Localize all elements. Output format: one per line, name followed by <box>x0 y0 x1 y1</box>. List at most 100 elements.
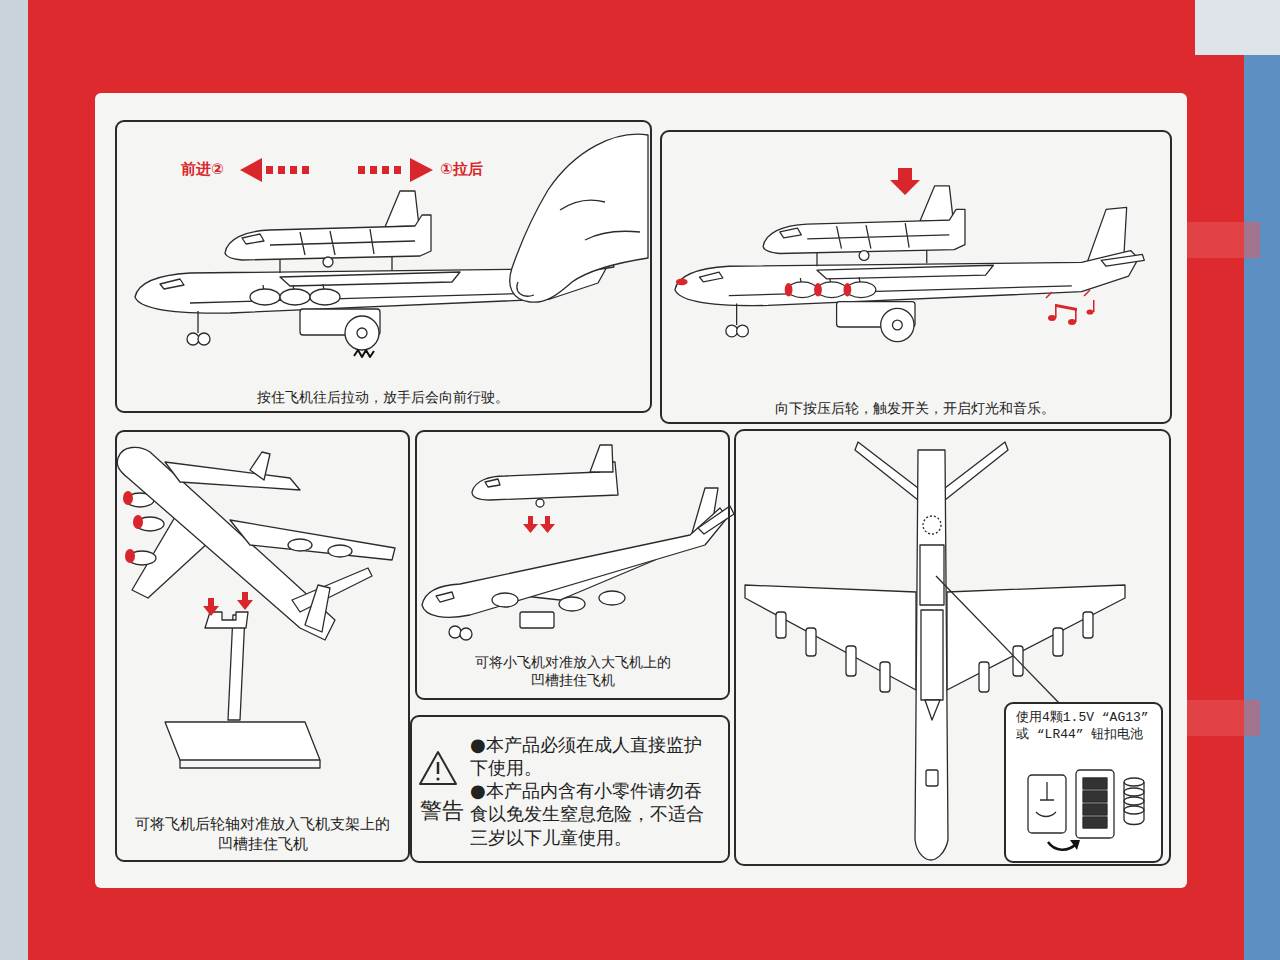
battery-drawing <box>1070 840 1080 850</box>
plane-and-shuttle <box>422 445 734 640</box>
hand-lines <box>517 200 640 296</box>
plane-on-stand <box>165 462 300 490</box>
battery-drawing <box>1124 782 1144 820</box>
battery-drawing <box>1124 788 1144 796</box>
leader-line <box>936 576 1060 704</box>
battery-drawing <box>1124 797 1144 805</box>
battery-drawing <box>1083 791 1107 802</box>
plane-top-view <box>921 610 943 700</box>
plane-top-view <box>925 700 940 720</box>
plane-and-shuttle <box>485 479 500 487</box>
battery-drawing <box>1124 778 1144 786</box>
red-details <box>1093 300 1095 312</box>
red-details <box>125 549 135 563</box>
battery-drawing <box>1083 817 1107 828</box>
plane-top-view <box>945 442 1008 500</box>
caption-text: 向下按压后轮，触发开关，开启灯光和音乐。 <box>662 399 1168 417</box>
instruction-panel: 向下按压后轮，触发开关，开启灯光和音乐。 <box>660 130 1172 424</box>
red-details <box>676 278 851 296</box>
red-details <box>370 166 377 174</box>
red-details <box>382 166 389 174</box>
plane-top-view <box>855 442 918 500</box>
plane-on-stand <box>165 722 320 760</box>
red-details <box>890 168 920 195</box>
red-details <box>785 283 793 297</box>
battery-note-box: 使用4颗1.5V “AG13” 或 “LR44” 钮扣电池 <box>1004 702 1163 863</box>
red-details <box>843 283 851 297</box>
battery-drawing <box>1083 804 1107 815</box>
friction-mark <box>354 350 374 357</box>
red-details <box>240 158 262 182</box>
plane-and-shuttle <box>520 612 554 628</box>
red-details <box>278 166 285 174</box>
plane-top-view <box>947 585 1125 690</box>
red-arrows <box>540 516 555 533</box>
plane-on-stand <box>328 545 352 557</box>
instruction-sheet <box>95 93 1187 888</box>
plane-top-view <box>926 770 938 786</box>
red-details <box>290 166 297 174</box>
plane-top-view <box>776 612 786 638</box>
battery-box-ground <box>1006 704 1161 861</box>
plane-on-stand <box>305 585 330 632</box>
red-details <box>123 491 133 505</box>
plane-on-stand <box>228 615 245 720</box>
hand <box>510 134 648 302</box>
plane-and-shuttle <box>559 597 585 611</box>
plane-and-shuttle <box>599 591 625 605</box>
free-labels: 前进②①拉后 <box>0 0 483 178</box>
battery-drawing <box>1036 782 1056 817</box>
plane-on-stand <box>180 760 320 768</box>
red-details <box>394 166 401 174</box>
battery-note: 使用4颗1.5V “AG13” 或 “LR44” 钮扣电池 <box>1016 710 1156 744</box>
warning-symbol <box>420 752 456 784</box>
red-details <box>1068 319 1076 325</box>
warning-box: 警告●本产品必须在成人直接监护下使用。●本产品内含有小零件请勿吞食以免发生窒息危… <box>410 715 730 863</box>
warning-symbol <box>436 777 439 780</box>
plane-top-view <box>1053 628 1063 656</box>
red-details <box>1087 309 1094 314</box>
red-details <box>410 158 433 182</box>
warning-heading: 警告 <box>420 797 472 826</box>
plane-top-view <box>915 450 948 860</box>
table-edge <box>1244 0 1280 960</box>
plane-side-view <box>675 186 1144 342</box>
caption-text: 可将小飞机对准放入大飞机上的凹槽挂住飞机 <box>472 653 673 689</box>
plane-drawings <box>117 134 1170 865</box>
plane-and-shuttle <box>492 593 518 607</box>
table-edge <box>0 0 28 960</box>
battery-drawing <box>1124 820 1144 825</box>
plane-on-stand <box>288 539 312 551</box>
red-details <box>1046 290 1090 298</box>
plane-top-view <box>806 628 816 656</box>
red-details <box>814 283 822 297</box>
red-details <box>237 592 253 610</box>
red-details <box>203 598 219 616</box>
battery-drawing <box>1048 842 1076 850</box>
plane-and-shuttle <box>422 508 727 617</box>
red-details <box>1048 315 1056 321</box>
plane-top-view <box>923 516 941 534</box>
plane-top-view <box>846 646 856 676</box>
red-details <box>133 515 143 529</box>
instruction-panel: 可将飞机后轮轴对准放入飞机支架上的凹槽挂住飞机 <box>115 430 410 862</box>
warning-text: ●本产品内含有小零件请勿吞食以免发生窒息危险，不适合三岁以下儿童使用。 <box>470 779 707 849</box>
arrow-label: 前进② <box>181 160 224 178</box>
red-arrows <box>523 516 538 533</box>
plane-on-stand <box>117 447 395 768</box>
battery-drawing <box>1076 770 1114 838</box>
red-arrows <box>523 516 555 533</box>
plane-top-view <box>979 662 989 692</box>
battery-drawing <box>1028 775 1066 833</box>
red-details <box>123 491 253 616</box>
battery-drawing <box>1083 778 1107 789</box>
caption-text: 按住飞机往后拉动，放手后会向前行驶。 <box>117 388 648 406</box>
red-details <box>358 166 365 174</box>
caption-text: 可将飞机后轮轴对准放入飞机支架上的凹槽挂住飞机 <box>133 815 392 854</box>
plane-top-view <box>920 545 944 605</box>
plane-on-stand <box>250 452 270 480</box>
paper-corner <box>1195 0 1280 55</box>
red-details <box>240 158 1095 325</box>
